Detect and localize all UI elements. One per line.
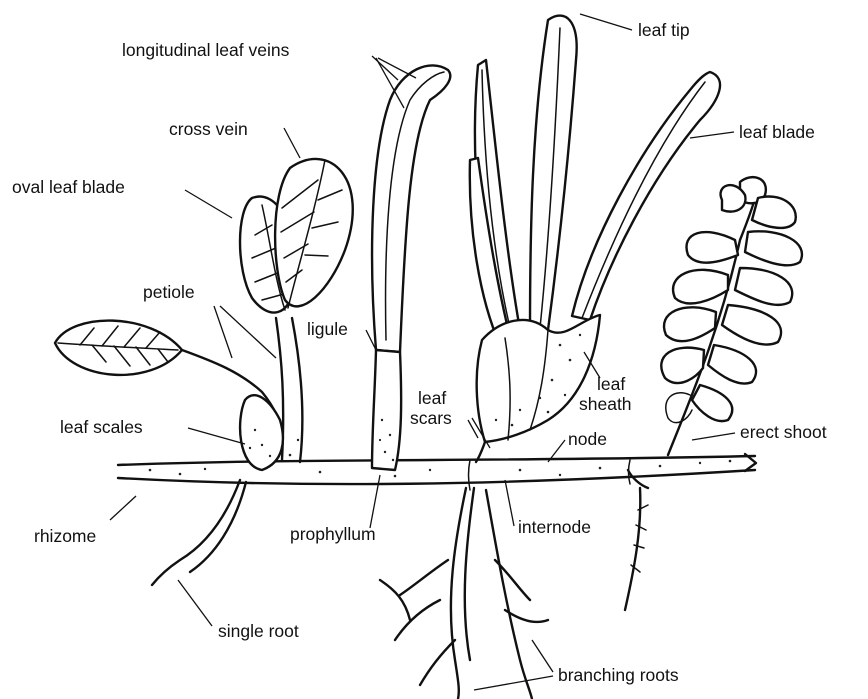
leader-oval-leaf-blade <box>185 190 232 218</box>
leader-leaf-scales <box>188 428 245 444</box>
label-leaf-blade: leaf blade <box>739 122 815 142</box>
label-internode: internode <box>518 517 591 537</box>
label-leaf-scars-line2: scars <box>410 408 452 428</box>
label-leaf-sheath-line2: sheath <box>579 394 632 414</box>
label-petiole: petiole <box>143 282 195 302</box>
leader-rhizome <box>110 496 136 520</box>
leader-internode <box>505 480 514 526</box>
rhizome-drawing <box>118 454 756 490</box>
label-erect-shoot: erect shoot <box>740 422 827 442</box>
leader-branching-roots-b <box>474 676 553 690</box>
label-ligule: ligule <box>307 319 348 339</box>
leader-leaf-scars-a <box>468 420 478 438</box>
label-longitudinal-leaf-veins: longitudinal leaf veins <box>122 40 290 60</box>
roots-drawing <box>152 480 548 699</box>
leader-single-root <box>178 580 212 626</box>
label-prophyllum: prophyllum <box>290 524 376 544</box>
leader-cross-vein <box>284 128 300 158</box>
leader-erect-shoot <box>692 433 735 440</box>
leader-longitudinal-veins-b <box>378 58 416 78</box>
leader-leaf-tip <box>580 14 632 30</box>
label-leaf-sheath-line1: leaf <box>597 374 625 394</box>
label-oval-leaf-blade: oval leaf blade <box>12 177 125 197</box>
label-branching-roots: branching roots <box>558 665 679 685</box>
label-rhizome: rhizome <box>34 526 96 546</box>
label-cross-vein: cross vein <box>169 119 248 139</box>
label-leaf-scales: leaf scales <box>60 417 143 437</box>
label-leaf-tip: leaf tip <box>638 20 690 40</box>
leader-branching-roots-a <box>532 640 553 672</box>
label-node: node <box>568 429 607 449</box>
leader-leaf-blade <box>690 132 734 138</box>
label-single-root: single root <box>218 621 299 641</box>
fern-shoot-drawing <box>625 177 802 610</box>
label-leaf-scars-line1: leaf <box>418 388 446 408</box>
oval-leaf-pair-drawing <box>240 159 353 470</box>
leader-longitudinal-veins-a <box>372 56 398 80</box>
leader-petiole-b <box>220 306 276 358</box>
